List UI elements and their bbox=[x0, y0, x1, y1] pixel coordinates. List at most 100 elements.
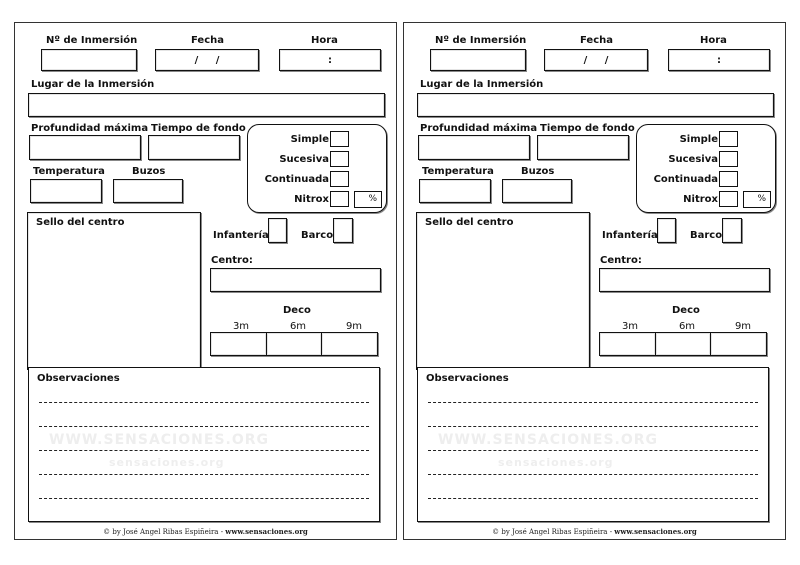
continued-label: Continuada bbox=[653, 174, 718, 185]
simple-label: Simple bbox=[679, 134, 718, 145]
date-value: / / bbox=[583, 54, 609, 66]
boat-checkbox[interactable] bbox=[722, 218, 742, 243]
deco-label: Deco bbox=[672, 305, 700, 316]
max-depth-field[interactable] bbox=[29, 135, 141, 160]
center-label: Centro: bbox=[600, 255, 642, 266]
time-field[interactable]: : bbox=[668, 49, 770, 71]
watermark-text: WWW.SENSACIONES.ORG bbox=[49, 432, 270, 448]
watermark-text: sensaciones.org bbox=[498, 456, 614, 469]
divers-label: Buzos bbox=[132, 166, 166, 177]
footer-site-link[interactable]: www.sensaciones.org bbox=[225, 527, 308, 536]
date-field[interactable]: / / bbox=[544, 49, 648, 71]
deco-9m-field[interactable] bbox=[321, 332, 378, 356]
dive-number-field[interactable] bbox=[41, 49, 137, 71]
dive-type-panel: Simple Sucesiva Continuada Nitrox % bbox=[636, 124, 776, 213]
nitrox-label: Nitrox bbox=[294, 194, 329, 205]
boat-label: Barco bbox=[301, 230, 334, 241]
continued-checkbox[interactable] bbox=[719, 171, 738, 187]
writing-line bbox=[39, 498, 369, 499]
center-stamp-box: Sello del centro bbox=[416, 212, 590, 370]
dive-log-card-left: Nº de Inmersión Fecha Hora / / : Lugar d… bbox=[14, 22, 397, 540]
center-field[interactable] bbox=[210, 268, 381, 292]
center-label: Centro: bbox=[211, 255, 253, 266]
boat-label: Barco bbox=[690, 230, 723, 241]
bottom-time-field[interactable] bbox=[148, 135, 240, 160]
center-field[interactable] bbox=[599, 268, 770, 292]
successive-checkbox[interactable] bbox=[330, 151, 349, 167]
infantry-label: Infantería bbox=[602, 230, 658, 241]
footer-credit: © by José Angel Ribas Espiñeira - www.se… bbox=[15, 527, 396, 536]
continued-checkbox[interactable] bbox=[330, 171, 349, 187]
writing-line bbox=[428, 450, 758, 451]
boat-checkbox[interactable] bbox=[333, 218, 353, 243]
center-stamp-label: Sello del centro bbox=[425, 217, 514, 228]
infantry-checkbox[interactable] bbox=[657, 218, 676, 243]
date-value: / / bbox=[194, 54, 220, 66]
watermark-text: sensaciones.org bbox=[109, 456, 225, 469]
observations-label: Observaciones bbox=[37, 373, 120, 384]
continued-label: Continuada bbox=[264, 174, 329, 185]
footer-credit-text: © by José Angel Ribas Espiñeira - bbox=[103, 528, 226, 536]
dive-type-panel: Simple Sucesiva Continuada Nitrox % bbox=[247, 124, 387, 213]
temperature-label: Temperatura bbox=[422, 166, 494, 177]
temperature-field[interactable] bbox=[30, 179, 102, 203]
nitrox-percent-field[interactable]: % bbox=[354, 191, 382, 208]
nitrox-percent-field[interactable]: % bbox=[743, 191, 771, 208]
deco-9m-field[interactable] bbox=[710, 332, 767, 356]
successive-checkbox[interactable] bbox=[719, 151, 738, 167]
footer-credit: © by José Angel Ribas Espiñeira - www.se… bbox=[404, 527, 785, 536]
location-field[interactable] bbox=[28, 93, 385, 117]
location-label: Lugar de la Inmersión bbox=[420, 79, 544, 90]
time-label: Hora bbox=[700, 35, 727, 46]
writing-line bbox=[428, 474, 758, 475]
percent-sign: % bbox=[368, 194, 377, 204]
successive-label: Sucesiva bbox=[668, 154, 718, 165]
writing-line bbox=[39, 402, 369, 403]
bottom-time-label: Tiempo de fondo bbox=[151, 123, 246, 134]
nitrox-label: Nitrox bbox=[683, 194, 718, 205]
writing-line bbox=[428, 498, 758, 499]
time-value: : bbox=[328, 54, 332, 66]
percent-sign: % bbox=[757, 194, 766, 204]
location-label: Lugar de la Inmersión bbox=[31, 79, 155, 90]
writing-line bbox=[428, 402, 758, 403]
temperature-field[interactable] bbox=[419, 179, 491, 203]
date-label: Fecha bbox=[191, 35, 225, 46]
writing-line bbox=[39, 474, 369, 475]
footer-site-link[interactable]: www.sensaciones.org bbox=[614, 527, 697, 536]
observations-panel: Observaciones WWW.SENSACIONES.ORG sensac… bbox=[28, 367, 380, 522]
time-field[interactable]: : bbox=[279, 49, 381, 71]
writing-line bbox=[428, 426, 758, 427]
time-label: Hora bbox=[311, 35, 338, 46]
bottom-time-label: Tiempo de fondo bbox=[540, 123, 635, 134]
footer-credit-text: © by José Angel Ribas Espiñeira - bbox=[492, 528, 615, 536]
infantry-label: Infantería bbox=[213, 230, 269, 241]
simple-checkbox[interactable] bbox=[719, 131, 738, 147]
bottom-time-field[interactable] bbox=[537, 135, 629, 160]
deco-3m-field[interactable] bbox=[210, 332, 267, 356]
simple-label: Simple bbox=[290, 134, 329, 145]
simple-checkbox[interactable] bbox=[330, 131, 349, 147]
divers-label: Buzos bbox=[521, 166, 555, 177]
max-depth-label: Profundidad máxima bbox=[31, 123, 149, 134]
infantry-checkbox[interactable] bbox=[268, 218, 287, 243]
dive-number-label: Nº de Inmersión bbox=[46, 35, 138, 46]
nitrox-checkbox[interactable] bbox=[330, 191, 349, 207]
center-stamp-label: Sello del centro bbox=[36, 217, 125, 228]
max-depth-field[interactable] bbox=[418, 135, 530, 160]
deco-label: Deco bbox=[283, 305, 311, 316]
deco-6m-field[interactable] bbox=[266, 332, 322, 356]
date-label: Fecha bbox=[580, 35, 614, 46]
location-field[interactable] bbox=[417, 93, 774, 117]
nitrox-checkbox[interactable] bbox=[719, 191, 738, 207]
deco-3m-field[interactable] bbox=[599, 332, 656, 356]
dive-number-label: Nº de Inmersión bbox=[435, 35, 527, 46]
divers-field[interactable] bbox=[502, 179, 572, 203]
dive-number-field[interactable] bbox=[430, 49, 526, 71]
writing-line bbox=[39, 426, 369, 427]
divers-field[interactable] bbox=[113, 179, 183, 203]
deco-6m-field[interactable] bbox=[655, 332, 711, 356]
temperature-label: Temperatura bbox=[33, 166, 105, 177]
date-field[interactable]: / / bbox=[155, 49, 259, 71]
dive-log-card-right: Nº de Inmersión Fecha Hora / / : Lugar d… bbox=[403, 22, 786, 540]
